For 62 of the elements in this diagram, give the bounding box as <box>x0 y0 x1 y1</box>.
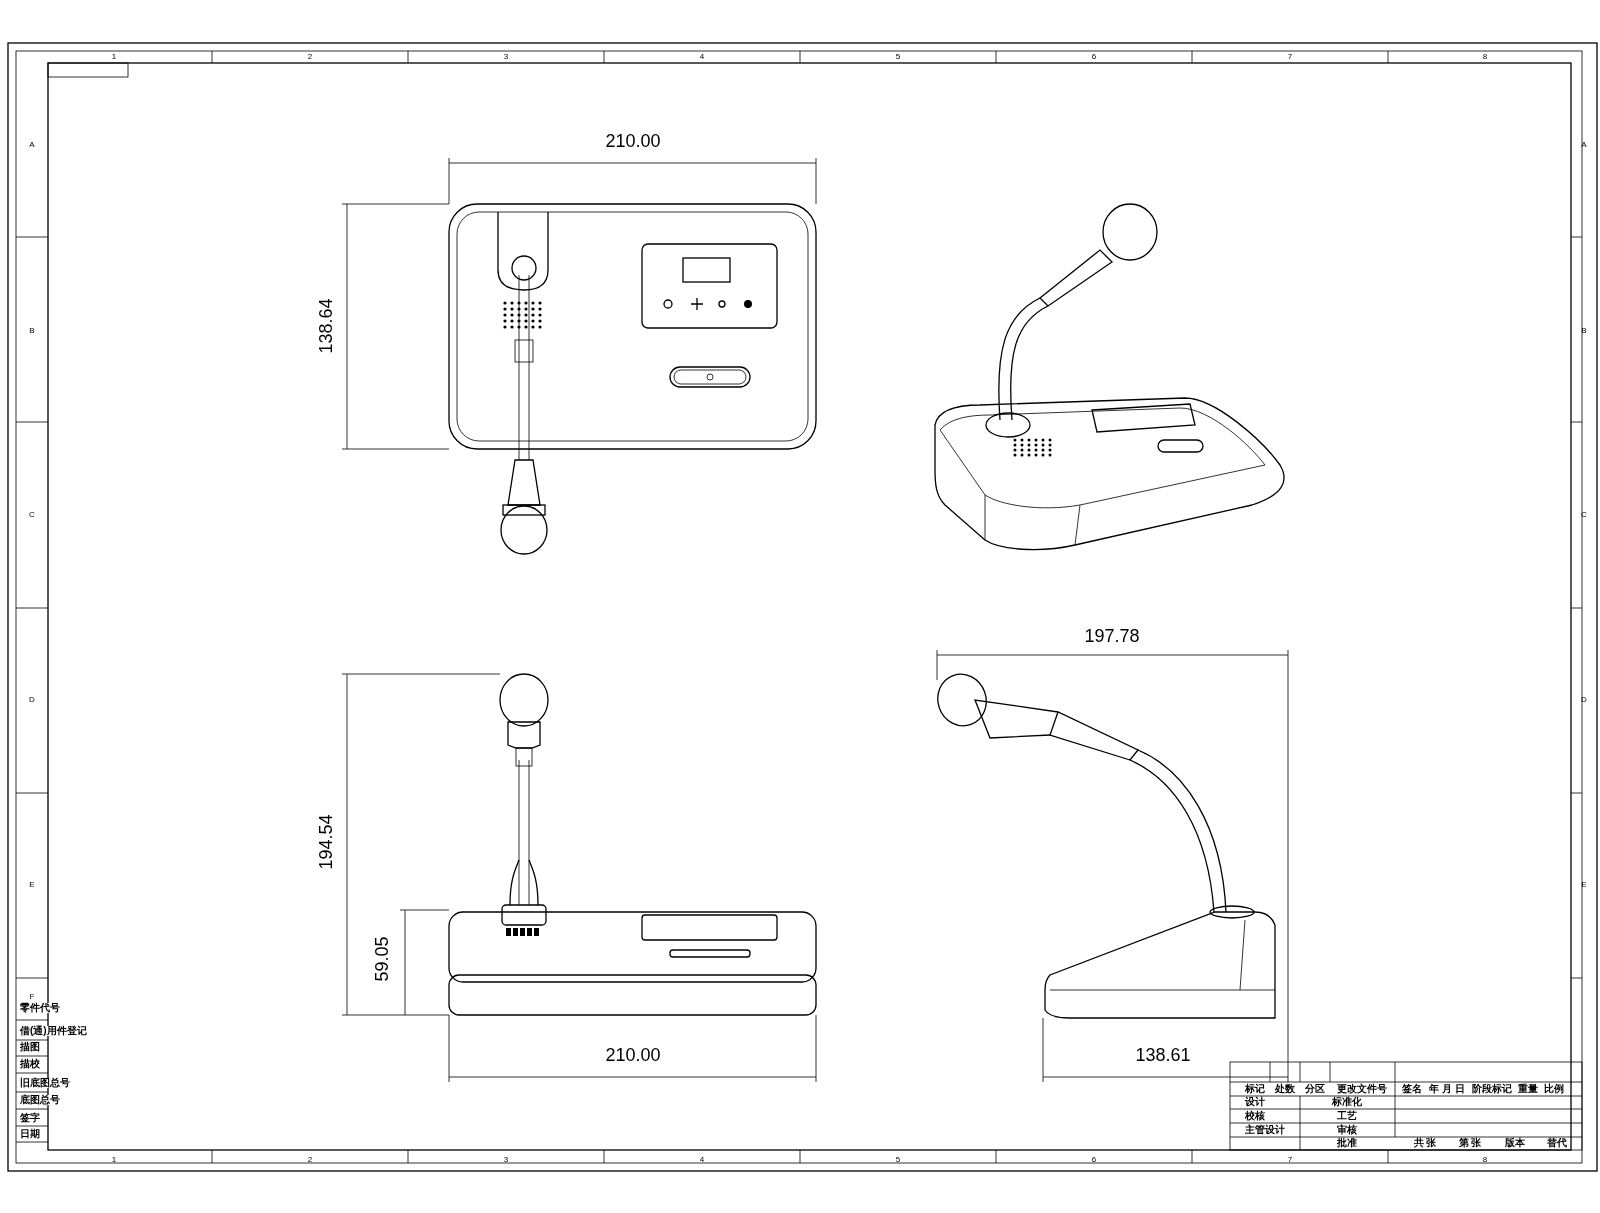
dimension-label: 138.64 <box>317 298 335 354</box>
grid-number: 1 <box>111 1156 117 1164</box>
table-label: 比例 <box>1544 1084 1564 1094</box>
block-label: 零件代号 <box>20 1003 60 1013</box>
grid-number: 4 <box>699 53 705 61</box>
table-label: 校核 <box>1245 1111 1265 1121</box>
grid-letter: A <box>1581 141 1587 149</box>
table-label: 主管设计 <box>1245 1125 1285 1135</box>
table-label: 共 张 <box>1413 1138 1437 1148</box>
grid-letter: B <box>1581 327 1587 335</box>
table-label: 更改文件号 <box>1337 1084 1387 1094</box>
grid-number: 3 <box>503 1156 509 1164</box>
dimension-label: 59.05 <box>373 936 391 982</box>
dimension-label: 210.00 <box>605 1046 661 1064</box>
table-label: 替代 <box>1547 1138 1567 1148</box>
grid-number: 7 <box>1287 53 1293 61</box>
block-label: 底图总号 <box>20 1095 60 1105</box>
table-label: 分区 <box>1305 1084 1325 1094</box>
table-label: 标准化 <box>1332 1097 1362 1107</box>
grid-letter: C <box>29 511 35 519</box>
block-label: 描校 <box>20 1059 40 1069</box>
table-label: 标记 <box>1245 1084 1265 1094</box>
dimension-label: 194.54 <box>317 814 335 870</box>
table-label: 第 张 <box>1458 1138 1482 1148</box>
grid-number: 6 <box>1091 53 1097 61</box>
block-label: 日期 <box>20 1129 40 1139</box>
table-label: 工艺 <box>1337 1111 1357 1121</box>
table-label: 审核 <box>1337 1125 1357 1135</box>
grid-letter: D <box>1581 696 1587 704</box>
table-label: 设计 <box>1245 1097 1265 1107</box>
grid-number: 2 <box>307 53 313 61</box>
grid-letter: C <box>1581 511 1587 519</box>
grid-number: 3 <box>503 53 509 61</box>
grid-letter: E <box>1581 881 1587 889</box>
table-label: 处数 <box>1275 1084 1295 1094</box>
grid-number: 5 <box>895 1156 901 1164</box>
grid-number: 7 <box>1287 1156 1293 1164</box>
grid-number: 8 <box>1482 53 1488 61</box>
grid-letter: F <box>29 993 35 1001</box>
block-label: 旧底图总号 <box>20 1078 70 1088</box>
table-label: 重量 <box>1518 1084 1538 1094</box>
block-label: 借(通)用件登记 <box>20 1026 87 1036</box>
dimension-label: 138.61 <box>1135 1046 1191 1064</box>
grid-number: 4 <box>699 1156 705 1164</box>
grid-number: 8 <box>1482 1156 1488 1164</box>
grid-number: 2 <box>307 1156 313 1164</box>
grid-letter: A <box>29 141 35 149</box>
table-label: 版本 <box>1505 1138 1525 1148</box>
table-label: 年 月 日 <box>1429 1084 1465 1094</box>
grid-number: 1 <box>111 53 117 61</box>
grid-number: 6 <box>1091 1156 1097 1164</box>
table-label: 阶段标记 <box>1472 1084 1512 1094</box>
grid-letter: B <box>29 327 35 335</box>
block-label: 签字 <box>20 1113 40 1123</box>
block-label: 描图 <box>20 1042 40 1052</box>
grid-number: 5 <box>895 53 901 61</box>
table-label: 批准 <box>1337 1138 1357 1148</box>
grid-letter: E <box>29 881 35 889</box>
dimension-label: 210.00 <box>605 132 661 150</box>
table-label: 签名 <box>1402 1084 1422 1094</box>
grid-letter: D <box>29 696 35 704</box>
dimension-label: 197.78 <box>1084 627 1140 645</box>
